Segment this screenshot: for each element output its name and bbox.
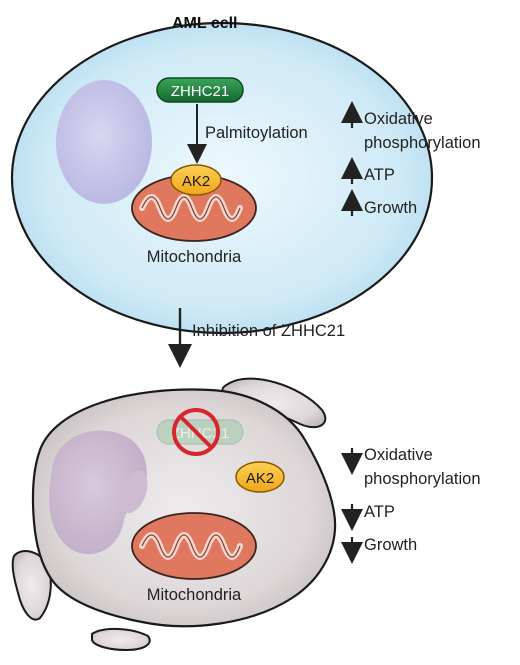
top-effects: Oxidative phosphorylation ATP Growth [341,101,481,217]
top-zhhc21-pill: ZHHC21 [156,77,244,103]
nuclear-fragment [120,470,148,514]
top-ak2-label: AK2 [182,173,210,190]
prohibition-icon [172,408,220,456]
effect-line: Growth [364,199,417,217]
top-cell: AML cell ZHHC21 Palmitoylation Mitochond… [10,15,434,335]
effect-line: Oxidative [364,446,433,464]
top-mitochondrion [131,174,257,242]
effect-line: ATP [364,503,395,521]
bottom-cell: ZHHC21 AK2 Mitochondria [11,377,337,652]
inhibition-label: Inhibition of ZHHC21 [192,322,345,340]
palmitoylation-label: Palmitoylation [205,124,308,142]
effect-line: Growth [364,536,417,554]
bottom-effects: Oxidative phosphorylation ATP Growth [341,446,481,564]
bottom-zhhc21-pill: ZHHC21 [156,419,244,445]
bottom-nucleus [49,430,147,555]
membrane-bleb [91,628,151,652]
effect-line: phosphorylation [364,470,481,488]
title: AML cell [172,15,238,32]
top-nucleus [56,80,152,204]
effect-line: phosphorylation [364,134,481,152]
top-mitochondria-label: Mitochondria [147,248,242,266]
top-ak2: AK2 [170,164,222,196]
bottom-mitochondrion [131,512,257,580]
top-zhhc21-label: ZHHC21 [171,83,229,100]
bottom-mitochondria-label: Mitochondria [147,586,242,604]
bottom-ak2-label: AK2 [246,470,274,487]
effect-line: ATP [364,166,395,184]
bottom-ak2: AK2 [235,461,285,493]
effect-line: Oxidative [364,110,433,128]
